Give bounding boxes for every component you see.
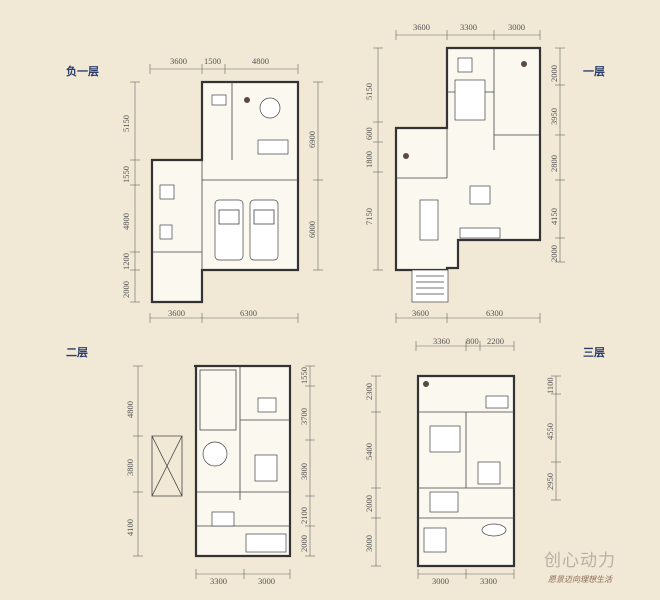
first-floor-label: 一层 <box>583 65 605 78</box>
first-floor-plan: 一层 3600 3300 3000 5150 600 1800 7150 200… <box>364 22 605 323</box>
roof-icon <box>151 435 183 497</box>
third-dim-top-1: 3360 <box>433 336 450 346</box>
first-dim-left-4: 7150 <box>364 208 374 225</box>
second-dim-right-2: 3700 <box>299 408 309 425</box>
basement-dim-bottom-2: 6300 <box>240 308 257 318</box>
third-floor-label: 三层 <box>583 346 605 359</box>
second-dim-right-5: 2000 <box>299 535 309 552</box>
car-icon <box>249 199 279 261</box>
third-dim-left-4: 3000 <box>364 535 374 552</box>
bed-icon <box>429 491 459 513</box>
plant-icon <box>423 381 429 387</box>
third-dim-left-1: 2300 <box>364 383 374 400</box>
basement-dim-right-1: 6900 <box>307 131 317 148</box>
first-dim-right-5: 2000 <box>549 245 559 262</box>
second-floor-label: 二层 <box>66 346 88 359</box>
second-dim-left-1: 4800 <box>125 401 135 418</box>
basement-dim-top-3: 4800 <box>252 56 269 66</box>
staircase-icon <box>477 461 501 485</box>
basement-plan: 负一层 3600 1500 4800 5150 1550 4800 1200 2… <box>66 56 323 323</box>
basement-dim-left-1: 5150 <box>121 115 131 132</box>
kitchen-counter-icon <box>459 227 501 239</box>
third-dim-right-1: 1100 <box>545 377 555 394</box>
armchair-icon <box>423 527 447 553</box>
sofa-icon <box>259 97 281 119</box>
open-void-icon <box>199 369 237 431</box>
second-dim-right-4: 2100 <box>299 507 309 524</box>
first-dim-bottom-2: 6300 <box>486 308 503 318</box>
washer-icon <box>159 184 175 200</box>
plant-icon <box>244 97 250 103</box>
first-dim-right-1: 2000 <box>549 65 559 82</box>
cabinet-icon <box>257 139 289 155</box>
basement-dim-left-4: 1200 <box>121 253 131 270</box>
second-floor-plan: 二层 4800 3800 4100 1550 3700 3800 2100 20… <box>66 346 315 586</box>
third-dim-top-2: 800 <box>466 336 479 346</box>
second-dim-left-2: 3800 <box>125 459 135 476</box>
third-dim-right-2: 4550 <box>545 423 555 440</box>
first-dim-left-2: 600 <box>364 127 374 140</box>
first-dim-bottom-1: 3600 <box>412 308 429 318</box>
first-dim-right-3: 2800 <box>549 155 559 172</box>
third-floor-plan: 三层 3360 800 2200 2300 5400 2000 3000 110… <box>364 336 605 586</box>
dining-table-icon <box>469 185 491 205</box>
plant-icon <box>403 153 409 159</box>
entrance-steps-icon <box>411 269 449 303</box>
armchair-icon <box>457 57 473 73</box>
first-dim-top-1: 3600 <box>413 22 430 32</box>
third-dim-bottom-2: 3300 <box>480 576 497 586</box>
third-dim-top-3: 2200 <box>487 336 504 346</box>
staircase-icon <box>454 79 486 121</box>
plant-icon <box>521 61 527 67</box>
car-icon <box>214 199 244 261</box>
sink-icon <box>485 395 509 409</box>
second-dim-right-3: 3800 <box>299 463 309 480</box>
balcony-icon <box>245 533 287 553</box>
basement-dim-top-2: 1500 <box>204 56 221 66</box>
bathtub-icon <box>481 523 507 537</box>
second-dim-bottom-1: 3300 <box>210 576 227 586</box>
basement-label: 负一层 <box>66 64 99 78</box>
staircase-icon <box>254 454 278 482</box>
toilet-icon <box>257 397 277 413</box>
toilet-icon <box>211 94 227 106</box>
basement-dim-left-3: 4800 <box>121 213 131 230</box>
brand-name: 创心动力 <box>544 551 616 571</box>
second-dim-left-3: 4100 <box>125 519 135 536</box>
basement-dim-left-2: 1550 <box>121 166 131 183</box>
brand-slogan: 愿景迈向理想生活 <box>548 575 613 584</box>
basement-dim-bottom-1: 3600 <box>168 308 185 318</box>
second-dim-right-1: 1550 <box>299 367 309 384</box>
sofa-icon <box>419 199 439 241</box>
bed-icon <box>211 511 235 527</box>
first-dim-right-2: 3950 <box>549 108 559 125</box>
first-dim-left-3: 1800 <box>364 151 374 168</box>
first-dim-right-4: 4150 <box>549 208 559 225</box>
first-dim-top-2: 3300 <box>460 22 477 32</box>
bed-icon <box>429 425 461 453</box>
first-dim-top-3: 3000 <box>508 22 525 32</box>
third-dim-bottom-1: 3000 <box>432 576 449 586</box>
sofa-icon <box>202 441 228 467</box>
basement-dim-left-5: 2000 <box>121 281 131 298</box>
third-dim-left-2: 5400 <box>364 443 374 460</box>
basement-dim-top-1: 3600 <box>170 56 187 66</box>
basement-dim-right-2: 6000 <box>307 221 317 238</box>
third-dim-right-3: 2950 <box>545 473 555 490</box>
third-dim-left-3: 2000 <box>364 495 374 512</box>
second-dim-bottom-2: 3000 <box>258 576 275 586</box>
toilet-icon <box>159 224 173 240</box>
first-dim-left-1: 5150 <box>364 83 374 100</box>
